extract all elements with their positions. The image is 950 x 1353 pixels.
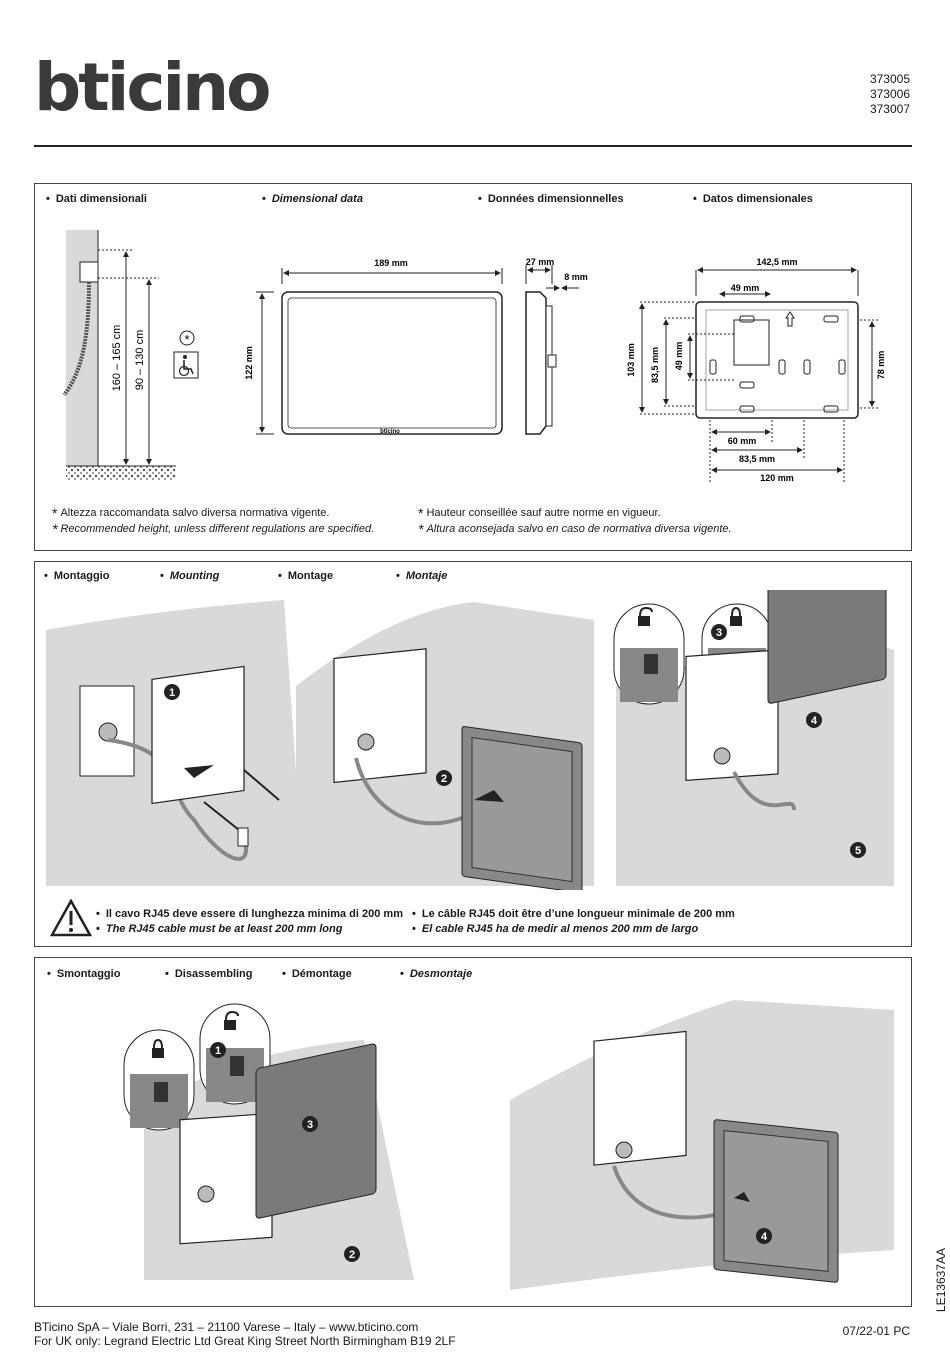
- header-rule: [34, 145, 912, 147]
- product-code: 373005: [869, 72, 910, 86]
- dim-height: 122 mm: [244, 346, 254, 380]
- dim-label-it: Dati dimensionali: [46, 193, 147, 205]
- footer-line-2: For UK only: Legrand Electric Ltd Great …: [34, 1334, 456, 1348]
- dis-step-4: 4: [761, 1231, 768, 1243]
- dim-bracket-60: 60 mm: [728, 436, 757, 446]
- mount-label-it: Montaggio: [44, 570, 110, 582]
- dis-step-2: 2: [349, 1249, 355, 1261]
- warning-icon: [50, 899, 92, 937]
- panel-brand: bticino: [380, 429, 400, 435]
- note-it: *Altezza raccomandata salvo diversa norm…: [52, 505, 330, 521]
- note-fr: *Hauteur conseillée sauf autre norme en …: [418, 505, 661, 521]
- mount-step-3: 3: [716, 627, 722, 639]
- brand-logo: bticino: [34, 49, 271, 126]
- mounting-section: [34, 561, 912, 947]
- mount-step-5: 5: [855, 845, 861, 857]
- dim-bracket-835v: 83,5 mm: [650, 347, 660, 383]
- dim-bracket-120: 120 mm: [760, 473, 794, 483]
- mount-step-1: 1: [169, 687, 175, 699]
- mount-step-2: 2: [441, 773, 447, 785]
- footer-address: BTicino SpA – Viale Borri, 231 – 21100 V…: [34, 1320, 456, 1348]
- footer-date: 07/22-01 PC: [842, 1324, 910, 1338]
- note-es: *Altura aconsejada salvo en caso de norm…: [418, 521, 732, 537]
- dim-bracket-835h: 83,5 mm: [739, 454, 775, 464]
- dimensional-section: [34, 183, 912, 551]
- wall-height-diagram: 160 – 165 cm 90 – 130 cm *: [62, 230, 199, 480]
- mounting-illustrations: 1 2 3 4 5: [46, 590, 894, 890]
- dis-step-3: 3: [307, 1119, 313, 1131]
- lock-icon: [730, 616, 742, 626]
- dim-height-total: 160 – 165 cm: [111, 325, 123, 392]
- dis-step-1: 1: [215, 1045, 221, 1057]
- dim-bracket-49v: 49 mm: [674, 342, 684, 371]
- dim-bracket-103: 103 mm: [626, 343, 636, 377]
- unlock-icon: [224, 1020, 236, 1030]
- product-codes: 373005 373006 373007: [870, 72, 910, 117]
- dis-label-es: Desmontaje: [400, 968, 472, 980]
- dim-depth-small: 8 mm: [564, 272, 588, 282]
- dis-label-en: Disassembling: [165, 968, 253, 980]
- unlock-icon: [638, 616, 650, 626]
- product-code: 373006: [869, 87, 910, 101]
- dis-label-fr: Démontage: [282, 968, 352, 980]
- dim-height-rec: 90 – 130 cm: [134, 330, 146, 391]
- dim-label-en: Dimensional data: [262, 193, 363, 205]
- mount-label-fr: Montage: [278, 570, 333, 582]
- step-badge: [164, 684, 180, 700]
- footer-line-1: BTicino SpA – Viale Borri, 231 – 21100 V…: [34, 1320, 419, 1334]
- warning-fr: Le câble RJ45 doit être d’une longueur m…: [412, 908, 735, 920]
- disassembling-illustrations: 1 3 2 4: [123, 1000, 894, 1290]
- mount-label-en: Mounting: [160, 570, 219, 582]
- note-en: *Recommended height, unless different re…: [52, 521, 375, 537]
- lock-icon: [152, 1048, 164, 1058]
- dimensional-drawings: 160 – 165 cm 90 – 130 cm * bticino 189 m…: [62, 230, 886, 483]
- dim-star: *: [184, 332, 189, 347]
- dim-bracket-78: 78 mm: [876, 351, 886, 380]
- dim-label-es: Datos dimensionales: [693, 193, 813, 205]
- dis-label-it: Smontaggio: [47, 968, 121, 980]
- warning-en: The RJ45 cable must be at least 200 mm l…: [96, 923, 343, 935]
- bracket-diagram: 142,5 mm 49 mm 103 mm 83,5 mm 49 mm 78 m…: [626, 257, 886, 483]
- product-code: 373007: [869, 102, 910, 116]
- warning-it: Il cavo RJ45 deve essere di lunghezza mi…: [96, 908, 403, 920]
- dim-label-fr: Données dimensionnelles: [478, 193, 624, 205]
- dim-width: 189 mm: [374, 258, 408, 268]
- mount-step-4: 4: [811, 715, 818, 727]
- warning-es: El cable RJ45 ha de medir al menos 200 m…: [412, 923, 698, 935]
- panel-front-diagram: bticino 189 mm 122 mm: [244, 258, 503, 435]
- doc-code: LE13637AA: [934, 1248, 948, 1313]
- dim-bracket-width: 142,5 mm: [756, 257, 797, 267]
- disassembling-section: [34, 957, 912, 1307]
- mount-label-es: Montaje: [396, 570, 448, 582]
- dim-bracket-49: 49 mm: [731, 283, 760, 293]
- panel-side-diagram: 27 mm 8 mm: [525, 257, 588, 435]
- dim-depth: 27 mm: [526, 257, 555, 267]
